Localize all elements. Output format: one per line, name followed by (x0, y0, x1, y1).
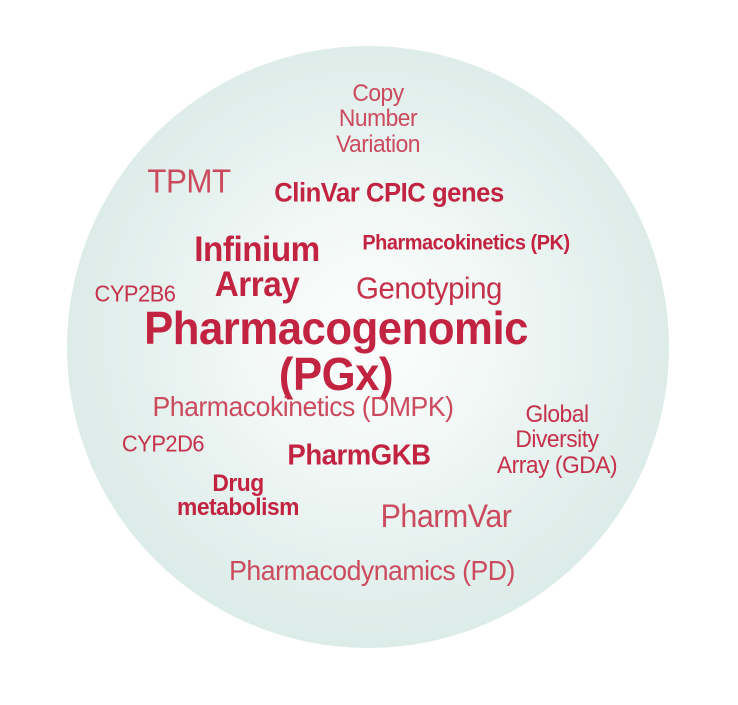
word-global-diversity-array-gda: Global Diversity Array (GDA) (496, 400, 618, 479)
word-cyp2d6: CYP2D6 (121, 430, 205, 457)
word-infinium-array: Infinium Array (194, 230, 320, 304)
word-cyp2b6: CYP2B6 (94, 280, 176, 307)
word-genotyping: Genotyping (356, 270, 502, 306)
word-copy-number-variation: Copy Number Variation (335, 79, 421, 158)
word-pharmacokinetics-dmpk: Pharmacokinetics (DMPK) (152, 391, 454, 422)
word-clinvar-cpic-genes: ClinVar CPIC genes (274, 177, 504, 208)
word-cloud-circle (67, 46, 669, 648)
word-pharmgkb: PharmGKB (287, 439, 431, 472)
word-pharmvar: PharmVar (380, 498, 512, 534)
word-tpmt: TPMT (147, 162, 231, 200)
word-pharmacogenomic-pgx: Pharmacogenomic (PGx) (144, 302, 528, 400)
word-pharmacodynamics-pd: Pharmacodynamics (PD) (229, 555, 515, 586)
word-drug-metabolism: Drug metabolism (177, 470, 299, 521)
word-pharmacokinetics-pk: Pharmacokinetics (PK) (362, 231, 570, 255)
